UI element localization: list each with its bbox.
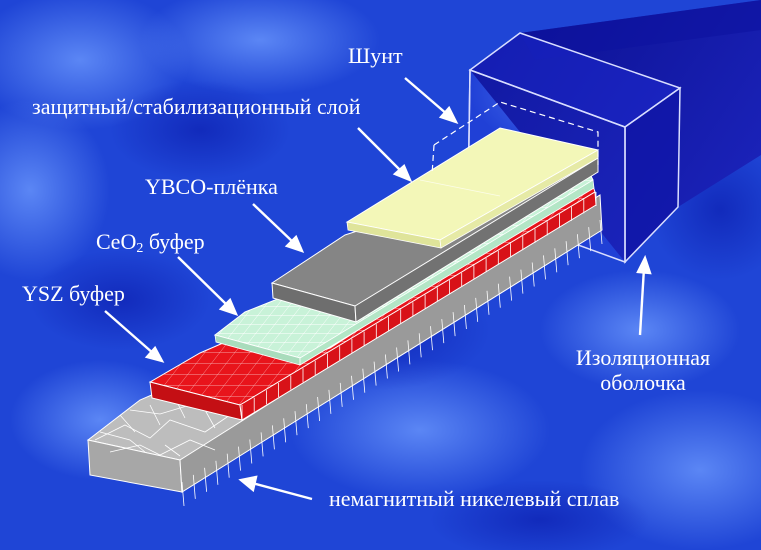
- substrate-fibre: [283, 418, 287, 443]
- substrate-fibre: [215, 460, 219, 485]
- substrate-fibre: [509, 276, 512, 301]
- substrate-fibre: [385, 354, 388, 379]
- shunt-label: Шунт: [348, 43, 403, 68]
- substrate-fibre: [520, 269, 524, 294]
- shunt-layer: [345, 127, 600, 249]
- substrate-fibre: [407, 340, 411, 365]
- substrate-fibre: [204, 467, 207, 492]
- substrate-fibre: [430, 326, 433, 351]
- insulation-label-line2: оболочка: [600, 370, 686, 396]
- ysz-buffer-label: YSZ буфер: [22, 281, 125, 306]
- substrate-fibre: [272, 425, 275, 450]
- substrate-fibre: [565, 241, 569, 266]
- substrate-label: немагнитный никелевый сплав: [329, 486, 620, 511]
- substrate-fibre: [192, 474, 196, 499]
- ceo2-buffer-label: CeO2 буфер: [96, 229, 205, 257]
- protective-layer-label: защитный/стабилизационный слой: [32, 94, 361, 119]
- substrate-fibre: [351, 375, 354, 400]
- insulation-label: Изоляционная оболочка: [548, 345, 738, 396]
- substrate-fibre: [249, 439, 253, 464]
- substrate-fibre: [531, 262, 535, 287]
- substrate-fibre: [452, 312, 456, 337]
- shunt-dashed-outline: [431, 101, 599, 176]
- ceo2-suffix: буфер: [143, 229, 205, 254]
- ceo2-formula: CeO: [96, 229, 137, 254]
- substrate-fibre: [554, 248, 558, 273]
- substrate-fibre: [497, 283, 501, 308]
- substrate-fibre: [294, 411, 298, 436]
- substrate-fibre: [226, 453, 230, 478]
- substrate-fibre: [486, 290, 490, 315]
- substrate-fibre: [543, 255, 546, 280]
- substrate-fibre: [373, 361, 377, 386]
- substrate-fibre: [441, 319, 445, 344]
- substrate-fibre: [328, 389, 332, 414]
- substrate-fibre: [577, 234, 580, 259]
- substrate-fibre: [396, 347, 399, 372]
- substrate-fibre: [362, 368, 366, 393]
- substrate-fibre: [260, 432, 264, 457]
- substrate-fibre: [464, 304, 467, 330]
- substrate-fibre: [238, 446, 241, 471]
- insulation-label-line1: Изоляционная: [575, 345, 711, 370]
- substrate-fibre: [305, 404, 309, 429]
- substrate-fibre: [339, 382, 343, 407]
- substrate-fibre: [588, 227, 592, 252]
- substrate-fibre: [317, 396, 320, 422]
- callout-arrows: [104, 77, 652, 501]
- substrate-fibre: [418, 333, 422, 358]
- substrate-fibre: [475, 297, 479, 322]
- substrate-fibre: [181, 481, 185, 507]
- ybco-film-label: YBCO-плёнка: [145, 174, 278, 199]
- substrate-fibre: [599, 219, 603, 245]
- ceo2-subscript: 2: [136, 241, 144, 256]
